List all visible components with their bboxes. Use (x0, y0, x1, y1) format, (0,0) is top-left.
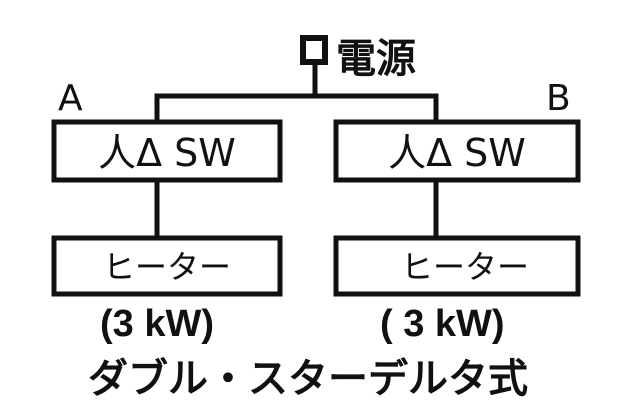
branch-b-heater-box (333, 235, 581, 297)
branch-a-heater-label: ヒーター (103, 248, 231, 286)
connection-lines (154, 59, 439, 241)
branch-a: A 人Δ SW ヒーター (3 kW) (51, 78, 283, 345)
branch-a-power-rating: (3 kW) (100, 303, 214, 345)
branch-b-power-rating: ( 3 kW) (380, 303, 505, 345)
branch-b: B 人Δ SW ヒーター ( 3 kW) (333, 78, 581, 345)
branch-b-heater-label: ヒーター (401, 248, 529, 286)
branch-b-switch-box (333, 119, 581, 183)
diagram-caption: ダブル・スターデルタ式 (88, 356, 528, 402)
power-source-label: 電源 (336, 36, 416, 82)
branch-b-switch-label: 人Δ SW (388, 131, 526, 175)
branch-a-heater-box (51, 235, 283, 297)
branch-a-switch-box (51, 119, 283, 183)
branch-b-label: B (546, 78, 571, 119)
branch-a-switch-label: 人Δ SW (98, 131, 236, 175)
branch-a-label: A (58, 78, 83, 119)
power-source: 電源 (300, 35, 416, 82)
power-source-terminal (300, 35, 328, 65)
